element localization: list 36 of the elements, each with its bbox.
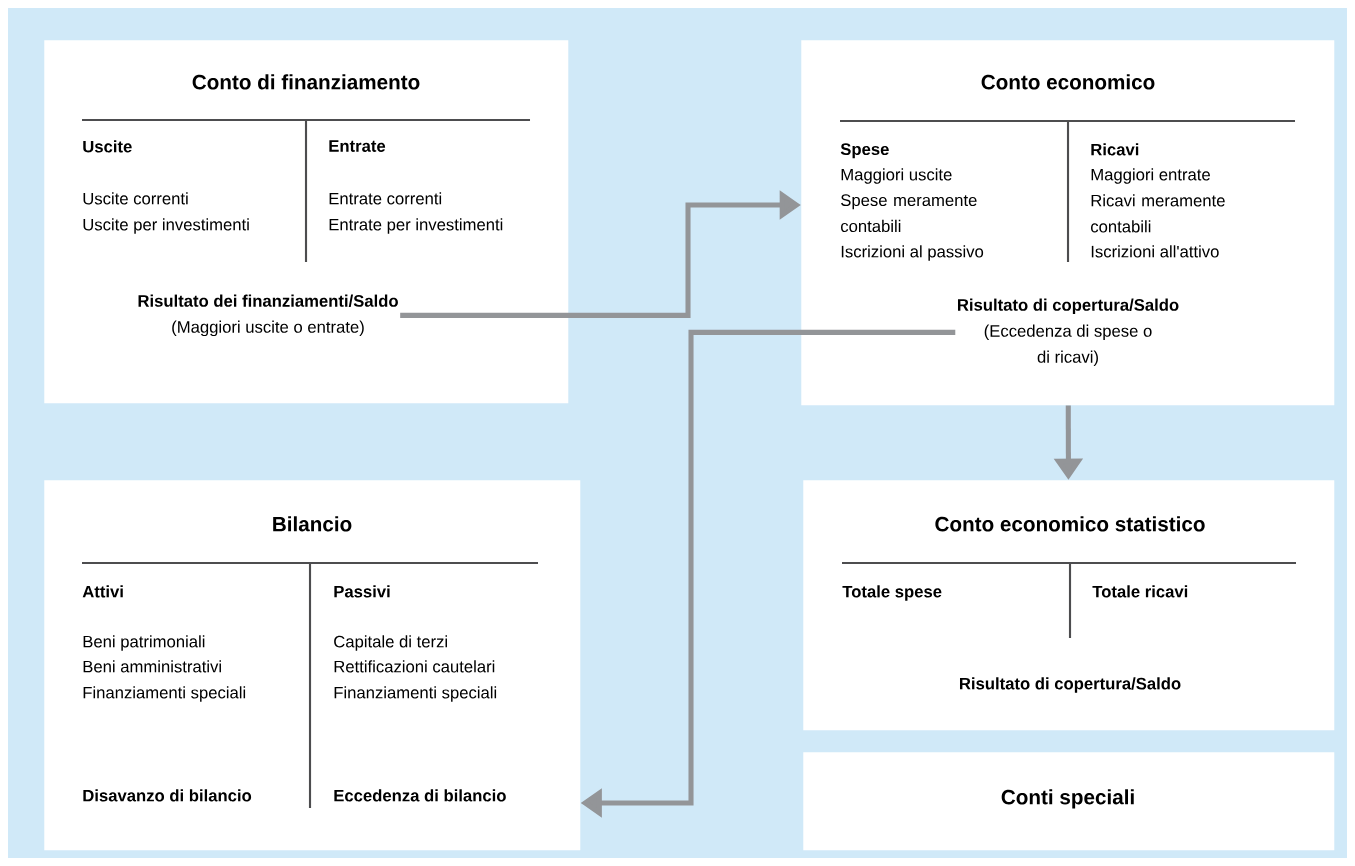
result-note: (Maggiori uscite o entrate) bbox=[172, 320, 364, 337]
entry-text: Uscite correnti bbox=[83, 192, 188, 205]
panel-heading: Conto di finanziamento bbox=[192, 74, 420, 90]
result-heading: Risultato dei finanziamenti/Saldo bbox=[138, 294, 398, 307]
entry-text: Entrate per investimenti bbox=[329, 218, 503, 234]
panel-heading: Conti speciali bbox=[1001, 789, 1134, 809]
entry-text: Capitale di terzi bbox=[334, 635, 447, 651]
result-heading: Risultato di copertura/Saldo bbox=[958, 298, 1179, 315]
entry-text: Iscrizioni al passivo bbox=[841, 245, 984, 261]
result-note: (Eccedenza di spese o di ricavi) bbox=[984, 324, 1152, 367]
column-heading: Attivi bbox=[82, 585, 123, 598]
entry-text: Ricavi meramente contabili bbox=[1091, 194, 1225, 233]
panel-heading: Conto economico bbox=[981, 74, 1155, 90]
column-heading: Uscite bbox=[83, 140, 132, 153]
column-heading: Ricavi bbox=[1091, 143, 1139, 156]
entry-text: Iscrizioni all'attivo bbox=[1091, 245, 1219, 258]
panel-heading: Conto economico statistico bbox=[935, 516, 1205, 532]
panel-heading: Bilancio bbox=[273, 516, 352, 532]
entry-text: Maggiori uscite bbox=[841, 168, 952, 184]
column-heading: Entrate bbox=[329, 140, 386, 152]
entry-text: Rettificazioni cautelari bbox=[334, 660, 495, 673]
entry-text: Finanziamenti speciali bbox=[83, 686, 246, 702]
entry-text: Spese meramente contabili bbox=[841, 194, 977, 233]
column-heading: Totale spese bbox=[842, 585, 942, 601]
entry-text: Maggiori entrate bbox=[1091, 168, 1210, 184]
result-heading: Risultato di copertura/Saldo bbox=[960, 677, 1181, 693]
column-heading: Disavanzo di bilancio bbox=[83, 789, 252, 802]
column-heading: Spese bbox=[840, 143, 889, 159]
column-heading: Eccedenza di bilancio bbox=[334, 789, 506, 802]
column-heading: Totale ricavi bbox=[1092, 585, 1188, 598]
entry-text: Finanziamenti speciali bbox=[334, 686, 497, 702]
entry-text: Beni amministrativi bbox=[83, 660, 221, 673]
entry-text: Beni patrimoniali bbox=[83, 635, 205, 651]
entry-text: Uscite per investimenti bbox=[83, 218, 249, 234]
column-heading: Passivi bbox=[334, 585, 390, 598]
entry-text: Entrate correnti bbox=[329, 192, 442, 205]
